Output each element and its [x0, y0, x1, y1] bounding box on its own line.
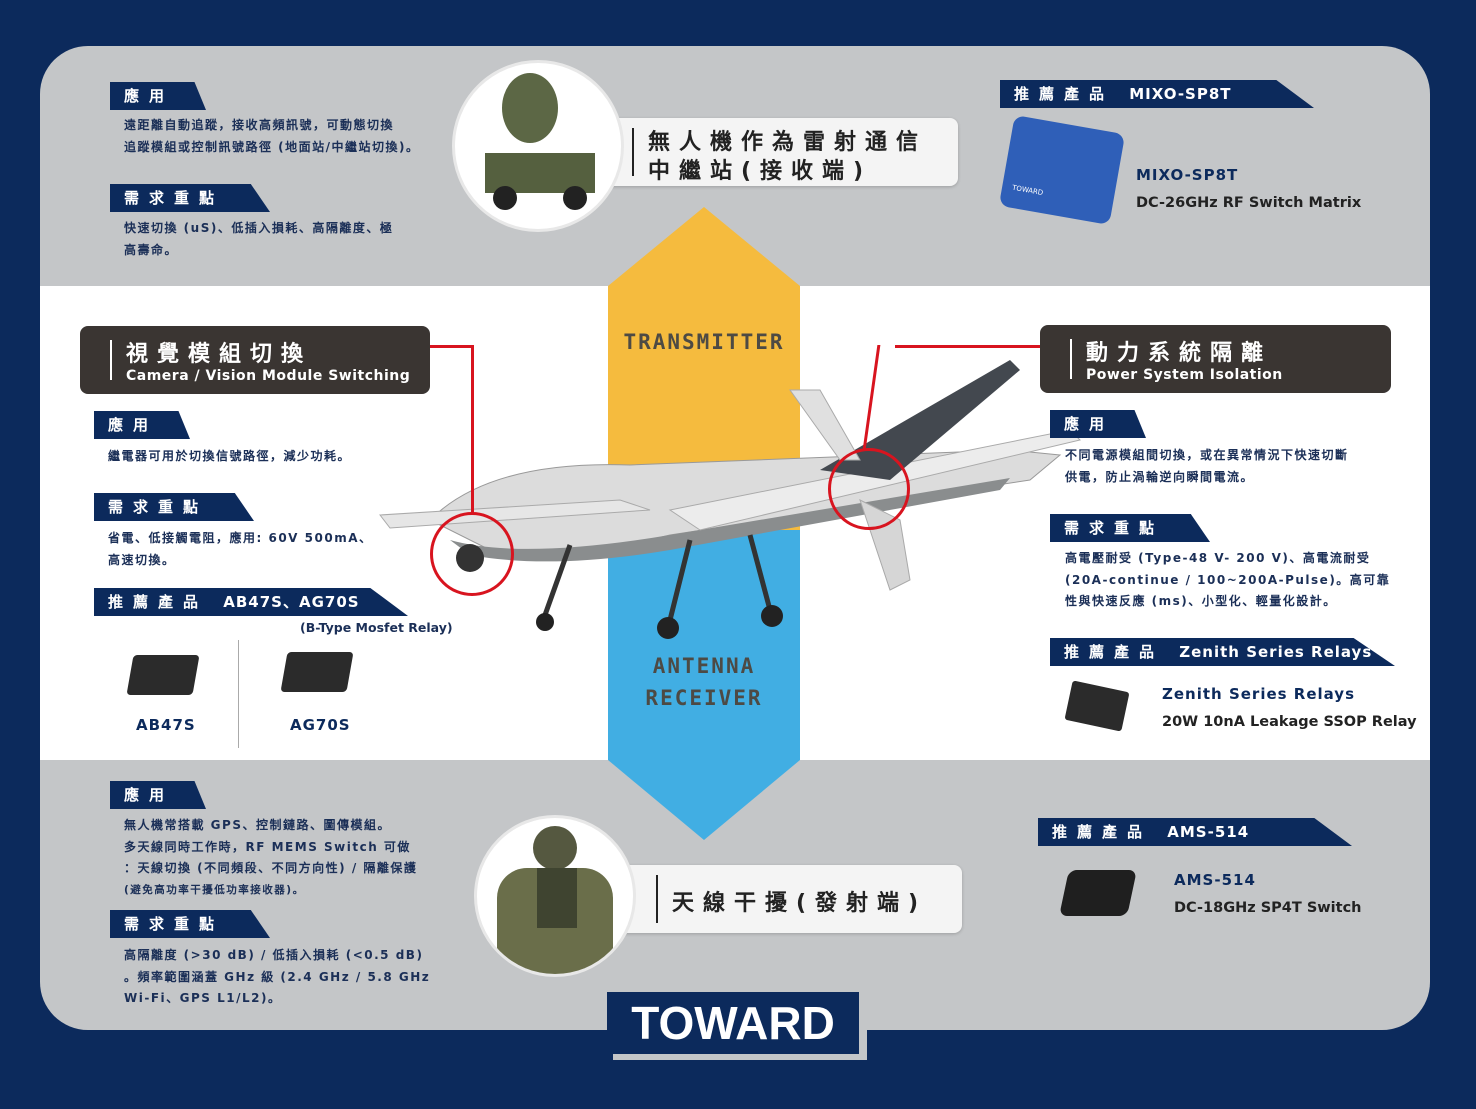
transmit-receive-arrows — [608, 207, 800, 840]
mixo-device-image: TOWARD — [998, 114, 1126, 226]
relay-title-line1: 無人機作為雷射通信 — [648, 130, 928, 155]
recommended-tag: 推薦產品 Zenith Series Relays — [1050, 638, 1395, 666]
application-tag: 應用 — [1050, 410, 1146, 438]
toward-logo: TOWARD — [607, 992, 859, 1054]
application-tag: 應用 — [110, 781, 206, 809]
app-text-line: 追蹤模組或控制訊號路徑 (地面站/中繼站切換)。 — [124, 139, 420, 154]
app-text-line: 供電，防止渦輪逆向瞬間電流。 — [1065, 469, 1255, 484]
recommended-tag: 推薦產品 MIXO-SP8T — [1000, 80, 1314, 108]
product-name: Zenith Series Relays — [1162, 685, 1356, 703]
section-subtitle: Power System Isolation — [1086, 367, 1283, 383]
antenna-label: ANTENNA — [652, 654, 756, 678]
app-text-line: 遠距離自動追蹤，接收高頻訊號，可動態切換 — [124, 118, 395, 132]
app-text-line: 不同電源模組間切換，或在異常情況下快速切斷 — [1065, 448, 1349, 462]
req-text-line: 快速切換 (uS)、低插入損耗、高隔離度、極 — [124, 221, 394, 235]
section-title: 動力系統隔離 — [1086, 341, 1273, 366]
recommended-tag: 推薦產品 AB47S、AG70S — [94, 588, 408, 616]
req-text-line: 高壽命。 — [124, 242, 179, 257]
callout-line — [471, 345, 474, 515]
app-text-line: 無人機常搭載 GPS、控制鏈路、圖傳模組。 — [124, 818, 391, 832]
power-isolation-header: 動力系統隔離 Power System Isolation — [1040, 325, 1391, 393]
camera-switching-header: 視覺模組切換 Camera / Vision Module Switching — [80, 326, 430, 394]
relay-station-card: 無人機作為雷射通信 中繼站(接收端) — [560, 118, 958, 186]
product-ab47s: AB47S — [136, 716, 196, 734]
transmitter-label: TRANSMITTER — [623, 330, 785, 354]
divider — [238, 640, 239, 748]
req-text-line: 高速切換。 — [108, 552, 176, 567]
device-brand: TOWARD — [1011, 183, 1044, 198]
req-text-line: 性與快速反應 (ms)、小型化、輕量化設計。 — [1065, 594, 1337, 608]
req-text-line: 高隔離度 (>30 dB) / 低插入損耗 (<0.5 dB) — [124, 948, 424, 962]
ab47s-chip-image — [126, 655, 200, 695]
requirements-tag: 需求重點 — [94, 493, 254, 521]
ag70s-chip-image — [280, 652, 354, 692]
app-text-line: 多天線同時工作時，RF MEMS Switch 可做 — [124, 839, 411, 854]
antenna-jamming-card: 天線干擾(發射端) — [580, 865, 962, 933]
product-desc: DC-26GHz RF Switch Matrix — [1136, 195, 1362, 211]
application-tag: 應用 — [94, 411, 190, 439]
engine-highlight-ring — [828, 448, 910, 530]
product-name: AMS-514 — [1174, 871, 1256, 889]
requirements-tag: 需求重點 — [110, 910, 270, 938]
receiver-label: RECEIVER — [645, 686, 763, 710]
radar-truck-image — [452, 60, 624, 232]
section-title: 視覺模組切換 — [126, 342, 313, 367]
recommended-tag: 推薦產品 AMS-514 — [1038, 818, 1352, 846]
req-text-line: 省電、低接觸電阻，應用: 60V 500mA、 — [108, 531, 373, 545]
drone-image — [379, 360, 1081, 639]
app-text-line: (避免高功率干擾低功率接收器)。 — [124, 883, 305, 896]
application-tag: 應用 — [110, 82, 206, 110]
camera-highlight-ring — [430, 512, 514, 596]
app-text-line: 繼電器可用於切換信號路徑，減少功耗。 — [108, 449, 352, 463]
app-text-line: ：天線切換 (不同頻段、不同方向性) / 隔離保護 — [124, 861, 418, 875]
transmitter-arrow — [608, 207, 800, 530]
jamming-title: 天線干擾(發射端) — [672, 891, 928, 916]
receiver-arrow — [608, 530, 800, 840]
relay-type-note: (B-Type Mosfet Relay) — [300, 620, 453, 635]
ams514-chip-image — [1059, 870, 1137, 916]
soldier-jammer-image — [474, 815, 636, 977]
product-desc: 20W 10nA Leakage SSOP Relay — [1162, 714, 1417, 730]
product-desc: DC-18GHz SP4T Switch — [1174, 900, 1362, 916]
requirements-tag: 需求重點 — [110, 184, 270, 212]
product-ag70s: AG70S — [290, 716, 351, 734]
product-name: MIXO-SP8T — [1136, 166, 1239, 184]
req-text-line: 高電壓耐受 (Type-48 V- 200 V)、高電流耐受 — [1065, 551, 1371, 565]
req-text-line: (20A-continue / 100~200A-Pulse)。高可靠 — [1065, 572, 1391, 587]
callout-line — [895, 345, 1040, 348]
req-text-line: Wi-Fi、GPS L1/L2)。 — [124, 991, 282, 1005]
req-text-line: 。頻率範圍涵蓋 GHz 級 (2.4 GHz / 5.8 GHz — [124, 969, 431, 984]
section-subtitle: Camera / Vision Module Switching — [126, 368, 411, 384]
callout-line — [430, 345, 474, 348]
requirements-tag: 需求重點 — [1050, 514, 1210, 542]
relay-title-line2: 中繼站(接收端) — [648, 159, 873, 184]
